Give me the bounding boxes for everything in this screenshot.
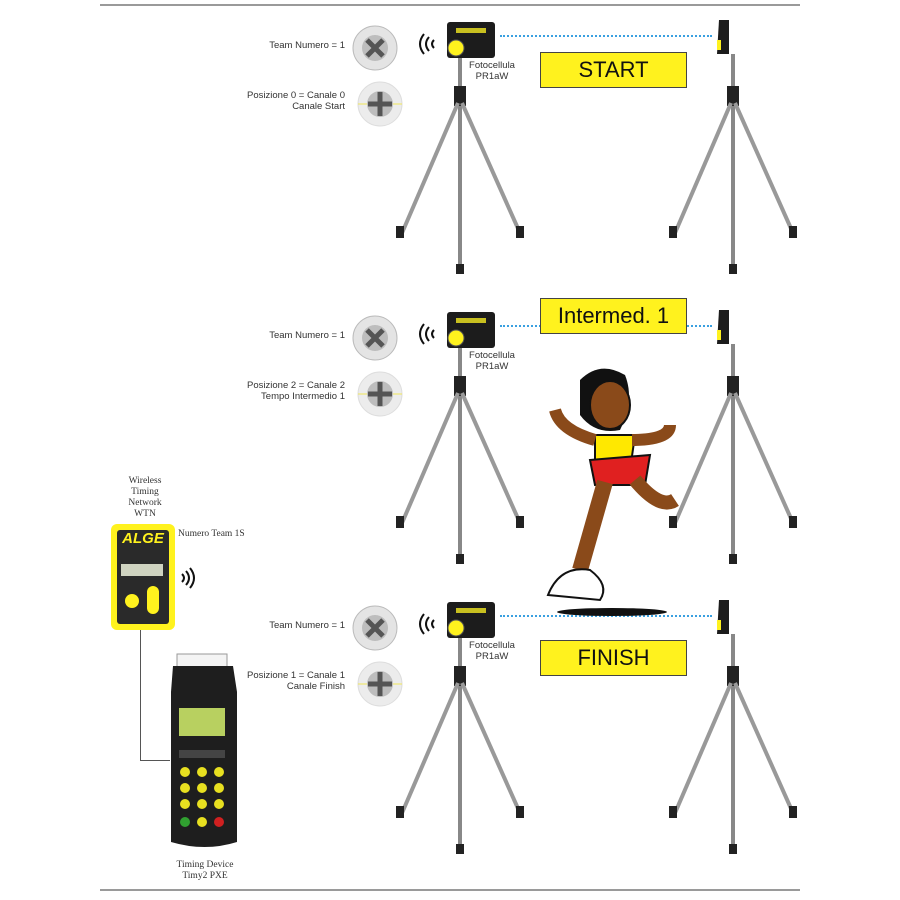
alge-logo: ALGE	[122, 530, 164, 547]
wtn-device: ALGE	[111, 524, 175, 630]
team-dial-icon	[352, 605, 398, 651]
caption-line: Posizione 2 = Canale 2	[247, 380, 345, 391]
caption-line: Tempo Intermedio 1	[261, 391, 345, 402]
wtn-button	[125, 594, 139, 608]
caption-line: PR1aW	[475, 71, 509, 82]
wtn-switch	[147, 586, 159, 614]
light-beam	[500, 615, 712, 617]
wireless-signal-icon	[419, 613, 435, 635]
photocell-tripod	[396, 312, 524, 564]
position-dial-icon	[357, 661, 403, 707]
photocell-tripod	[396, 22, 524, 274]
wireless-signal-icon	[181, 567, 195, 589]
stage-label: START	[540, 52, 687, 88]
light-beam	[500, 35, 712, 37]
caption-line: Network	[128, 498, 162, 508]
timy-printer-device	[171, 653, 237, 847]
caption-line: Fotocellula	[469, 350, 515, 361]
wtn-team-label: Numero Team 1S	[178, 529, 245, 539]
caption-line: Team Numero = 1	[269, 330, 345, 341]
stage-label: FINISH	[540, 640, 687, 676]
reflector-tripod	[669, 20, 797, 274]
caption-line: PR1aW	[475, 651, 509, 662]
caption-line: Posizione 0 = Canale 0	[247, 90, 345, 101]
caption-line: PR1aW	[475, 361, 509, 372]
caption-line: Posizione 1 = Canale 1	[247, 670, 345, 681]
wtn-display	[121, 564, 163, 576]
caption-line: Wireless	[128, 476, 162, 486]
team-number-label: Team Numero = 1	[269, 620, 345, 631]
caption-line: Team Numero = 1	[269, 40, 345, 51]
caption-line: Fotocellula	[469, 640, 515, 651]
timer-caption: Timing Device Timy2 PXE	[160, 860, 250, 882]
caption-line: Team Numero = 1	[269, 620, 345, 631]
caption-line: Timing Device	[176, 860, 234, 870]
position-dial-icon	[357, 371, 403, 417]
wireless-signal-icon	[419, 33, 435, 55]
wireless-signal-icon	[419, 323, 435, 345]
caption-line: Canale Finish	[286, 681, 345, 692]
runner-illustration	[546, 368, 679, 616]
bottom-divider	[100, 889, 800, 891]
team-number-label: Team Numero = 1	[269, 40, 345, 51]
caption-line: Timy2 PXE	[182, 871, 228, 881]
team-dial-icon	[352, 25, 398, 71]
wtn-caption: Wireless Timing Network WTN	[105, 476, 185, 520]
reflector-tripod	[669, 310, 797, 564]
reflector-tripod	[669, 600, 797, 854]
caption-line: Canale Start	[292, 101, 345, 112]
caption-line: WTN	[134, 509, 156, 519]
connection-cable-end	[140, 760, 170, 761]
team-dial-icon	[352, 315, 398, 361]
connection-cable	[140, 630, 141, 760]
photocell-tripod	[396, 602, 524, 854]
position-dial-icon	[357, 81, 403, 127]
caption-line: Fotocellula	[469, 60, 515, 71]
top-divider	[100, 4, 800, 6]
stage-label: Intermed. 1	[540, 298, 687, 334]
caption-line: Timing	[131, 487, 159, 497]
team-number-label: Team Numero = 1	[269, 330, 345, 341]
